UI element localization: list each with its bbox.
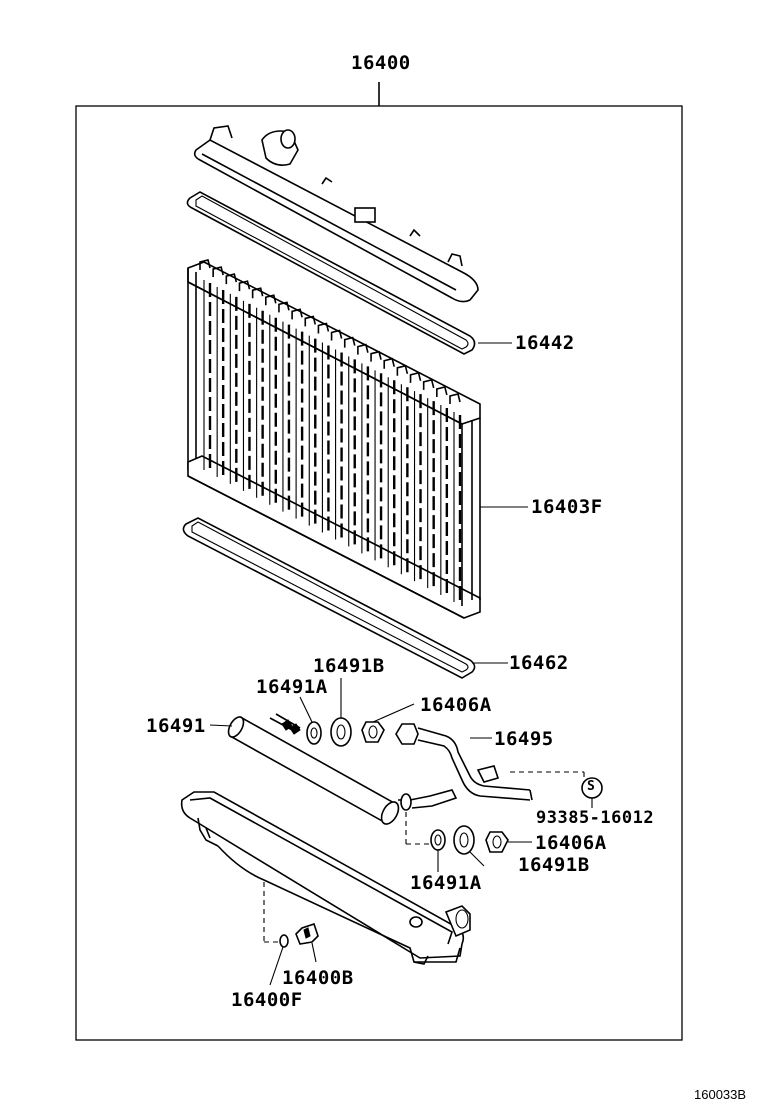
washer-b-bottom-label: 16491B bbox=[518, 854, 590, 876]
hose bbox=[395, 723, 585, 801]
lower-gasket-label: 16462 bbox=[509, 652, 569, 674]
header-tooth bbox=[291, 308, 303, 320]
oil-cooler bbox=[209, 713, 458, 845]
figure-number: 160033B bbox=[694, 1087, 747, 1102]
upper-gasket-label: 16442 bbox=[515, 332, 575, 354]
assembly-label: 16400 bbox=[351, 52, 411, 74]
washer-a-bottom-label: 16491A bbox=[410, 872, 482, 894]
lower-gasket bbox=[182, 517, 508, 679]
header-tooth bbox=[225, 273, 238, 285]
cooler-leader bbox=[209, 724, 233, 727]
header-tooth bbox=[238, 280, 251, 292]
header-tooth bbox=[422, 378, 435, 390]
drain-gasket-label: 16400F bbox=[231, 989, 303, 1011]
header-tooth bbox=[449, 393, 461, 404]
nut-top-label: 16406A bbox=[420, 694, 492, 716]
hose-label: 16495 bbox=[494, 728, 554, 750]
washer-a-top-label: 16491A bbox=[256, 676, 328, 698]
header-tooth bbox=[357, 343, 369, 355]
header-tooth bbox=[317, 322, 330, 334]
header-tooth bbox=[264, 294, 277, 306]
header-tooth bbox=[409, 371, 422, 383]
upper-tank bbox=[193, 125, 479, 303]
nut-bottom-label: 16406A bbox=[535, 832, 607, 854]
upper-gasket bbox=[186, 191, 512, 355]
header-tooth bbox=[278, 301, 290, 313]
header-tooth bbox=[199, 259, 211, 270]
washer-b-top-label: 16491B bbox=[313, 655, 385, 677]
drain-parts bbox=[263, 882, 319, 986]
cooler-label: 16491 bbox=[146, 715, 206, 737]
clamp-symbol: S bbox=[587, 779, 596, 794]
bottom-fittings bbox=[430, 825, 532, 872]
clamp bbox=[581, 777, 603, 808]
header-tooth bbox=[212, 266, 224, 278]
drain-cock-label: 16400B bbox=[282, 967, 354, 989]
header-tooth bbox=[436, 385, 448, 397]
lower-tank bbox=[180, 791, 471, 965]
header-tooth bbox=[343, 336, 356, 348]
header-tooth bbox=[396, 364, 409, 376]
top-fittings bbox=[299, 678, 415, 747]
radiator-core bbox=[187, 259, 528, 619]
header-tooth bbox=[383, 357, 395, 369]
header-tooth bbox=[330, 329, 343, 341]
core-label: 16403F bbox=[531, 496, 603, 518]
header-tooth bbox=[304, 315, 317, 327]
clamp-label: 93385-16012 bbox=[536, 808, 655, 828]
header-tooth bbox=[251, 287, 264, 299]
header-tooth bbox=[370, 350, 382, 362]
